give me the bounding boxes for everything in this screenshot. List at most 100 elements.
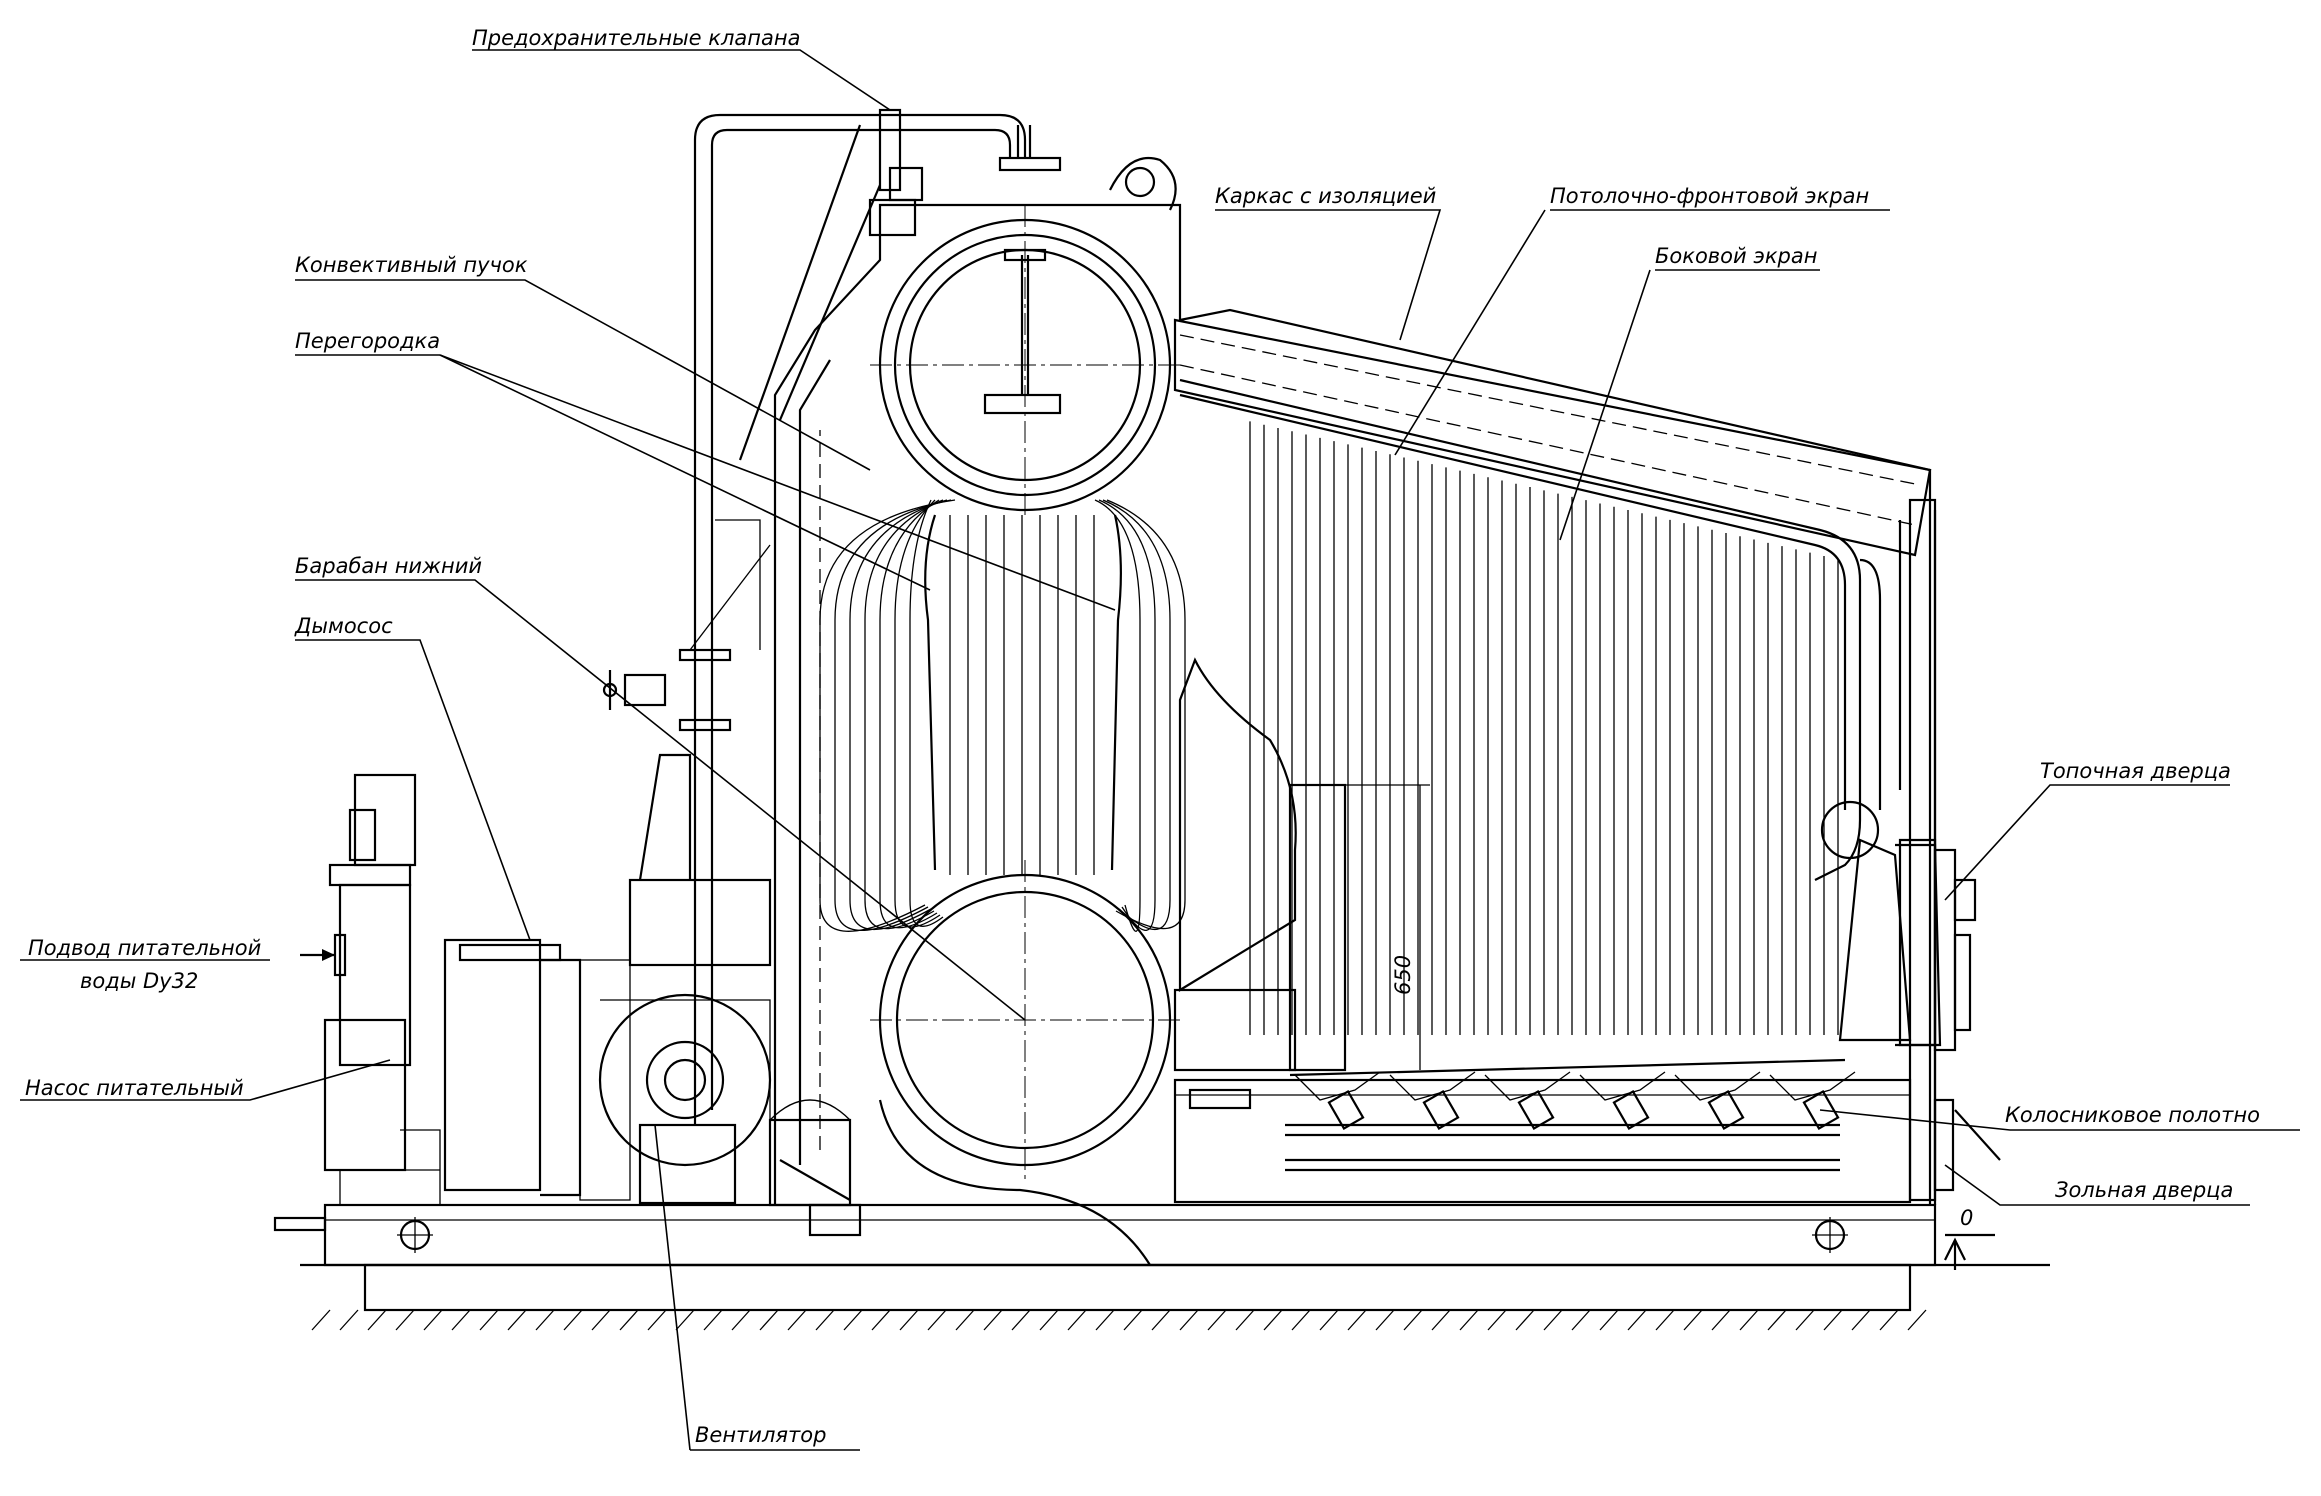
ground-tick xyxy=(1767,1309,1787,1331)
grate-lever xyxy=(1327,1090,1365,1130)
ground-tick xyxy=(1431,1309,1451,1331)
label-dimension-650: 650 xyxy=(1391,955,1415,995)
grate-segment xyxy=(1294,1071,1381,1101)
ground-tick xyxy=(983,1309,1003,1331)
label-grate: Колосниковое полотно xyxy=(2005,1103,2260,1127)
grate-lever xyxy=(1612,1090,1650,1130)
grate-segment xyxy=(1769,1071,1856,1101)
ground-tick xyxy=(1123,1309,1143,1331)
ground-tick xyxy=(927,1309,947,1331)
label-safety-valves: Предохранительные клапана xyxy=(472,26,800,50)
label-fan: Вентилятор xyxy=(695,1423,826,1447)
ground-tick xyxy=(1823,1309,1843,1331)
ground-tick xyxy=(1627,1309,1647,1331)
smoke-exhauster-fan xyxy=(598,753,862,1237)
ground-tick xyxy=(619,1309,639,1331)
ground-tick xyxy=(731,1309,751,1331)
ground-tick xyxy=(1879,1309,1899,1331)
ground-tick xyxy=(1375,1309,1395,1331)
grate-segment xyxy=(1674,1071,1761,1101)
ground-tick xyxy=(367,1309,387,1331)
label-frame-insulation: Каркас с изоляцией xyxy=(1215,184,1436,208)
convective-tube xyxy=(1098,499,1156,931)
ground-tick xyxy=(1319,1309,1339,1331)
ground-tick xyxy=(1487,1309,1507,1331)
refractory-lining xyxy=(1173,657,1942,1072)
ceiling-front-screen xyxy=(1179,378,1880,881)
grate-segment xyxy=(1484,1071,1571,1101)
ground-tick xyxy=(1039,1309,1059,1331)
ground-tick xyxy=(479,1309,499,1331)
base-frame xyxy=(273,1203,1937,1267)
convective-tube xyxy=(909,499,944,927)
convective-tube xyxy=(879,499,940,929)
ground-tick xyxy=(1711,1309,1731,1331)
ground-tick xyxy=(591,1309,611,1331)
convective-tube xyxy=(1106,499,1186,930)
label-feed-water-line1: Подвод питательной xyxy=(28,936,261,960)
foundation xyxy=(300,1263,2050,1331)
grate-lever xyxy=(1707,1090,1745,1130)
label-smoke-exhauster: Дымосос xyxy=(294,614,393,638)
ground-tick xyxy=(1739,1309,1759,1331)
ground-tick xyxy=(311,1309,331,1331)
boiler-casing xyxy=(773,203,1937,1205)
label-feed-pump: Насос питательный xyxy=(25,1076,244,1100)
label-side-screen: Боковой экран xyxy=(1655,244,1817,268)
convective-bundle-tubes xyxy=(819,499,1186,932)
grate-lever xyxy=(1422,1090,1460,1130)
safety-valve-piping xyxy=(602,108,1027,1125)
ground-tick xyxy=(1067,1309,1087,1331)
ground-tick xyxy=(1459,1309,1479,1331)
grate-segment xyxy=(1579,1071,1666,1101)
feed-water-inlet xyxy=(300,933,347,977)
label-level-zero: 0 xyxy=(1960,1206,1973,1230)
ground-tick xyxy=(815,1309,835,1331)
ground-tick xyxy=(1515,1309,1535,1331)
ground-tick xyxy=(1207,1309,1227,1331)
ground-tick xyxy=(1599,1309,1619,1331)
ground-tick xyxy=(535,1309,555,1331)
convective-tube xyxy=(834,499,952,931)
ground-tick xyxy=(1347,1309,1367,1331)
ground-tick xyxy=(675,1309,695,1331)
ground-tick xyxy=(423,1309,443,1331)
ground-tick xyxy=(1571,1309,1591,1331)
label-ash-door: Зольная дверца xyxy=(2055,1178,2233,1202)
grate-segment xyxy=(1389,1071,1476,1101)
ground-tick xyxy=(1011,1309,1031,1331)
ground-tick xyxy=(1795,1309,1815,1331)
grate-lever xyxy=(1517,1090,1555,1130)
leader-lines xyxy=(20,49,2300,1451)
ground-tick xyxy=(563,1309,583,1331)
ground-tick xyxy=(1179,1309,1199,1331)
label-furnace-door: Топочная дверца xyxy=(2040,759,2231,783)
zero-level-mark xyxy=(1944,1233,1995,1270)
upper-drum xyxy=(870,125,1180,520)
grate-lever xyxy=(1802,1090,1840,1130)
ground-tick xyxy=(1683,1309,1703,1331)
ground-tick xyxy=(339,1309,359,1331)
ground-tick xyxy=(787,1309,807,1331)
ground-tick xyxy=(759,1309,779,1331)
label-lower-drum: Барабан нижний xyxy=(295,554,482,578)
feed-pump xyxy=(323,773,631,1205)
convective-tube xyxy=(1094,499,1141,932)
ground-tick xyxy=(647,1309,667,1331)
ground-tick xyxy=(843,1309,863,1331)
label-ceiling-front-screen: Потолочно-фронтовой экран xyxy=(1550,184,1869,208)
ground-tick xyxy=(395,1309,415,1331)
convective-tube xyxy=(819,499,956,932)
ground-tick xyxy=(703,1309,723,1331)
labels: Предохранительные клапана Каркас с изоля… xyxy=(25,26,2260,1447)
ground-tick xyxy=(451,1309,471,1331)
ground-tick xyxy=(1543,1309,1563,1331)
ground-tick xyxy=(1403,1309,1423,1331)
label-feed-water-line2: воды Dy32 xyxy=(80,969,198,993)
side-screen-tubes xyxy=(1249,421,1839,1035)
ground-tick xyxy=(1151,1309,1171,1331)
ground-tick xyxy=(1851,1309,1871,1331)
ground-tick xyxy=(1907,1309,1927,1331)
label-partition: Перегородка xyxy=(295,329,440,353)
